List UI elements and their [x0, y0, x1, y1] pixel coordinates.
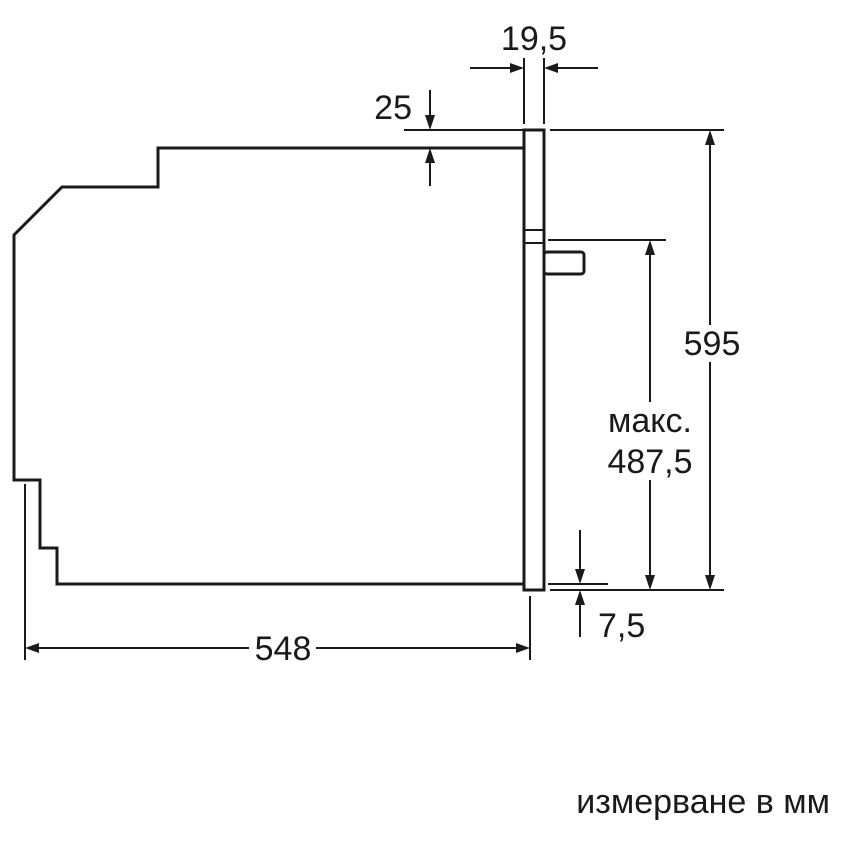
dim-depth: 548: [24, 484, 531, 668]
arrowhead-up: [425, 148, 435, 163]
arrowhead-up: [705, 130, 715, 145]
label-background: [249, 629, 316, 667]
dim-max-height: макс. 487,5: [548, 239, 708, 590]
oven-body: [12, 128, 586, 592]
dim-top-clearance: 25: [374, 89, 524, 186]
max-value-label: 487,5: [607, 443, 692, 481]
arrowhead-down: [425, 115, 435, 130]
arrowhead-left: [25, 643, 39, 653]
oven-front-frame: [522, 128, 546, 592]
height-label: 595: [684, 325, 741, 363]
units-note: измерване в мм: [576, 783, 830, 821]
label-background: [592, 402, 708, 480]
arrowhead-down: [645, 575, 655, 590]
arrowhead-right: [510, 63, 524, 73]
arrowhead-up: [645, 240, 655, 255]
depth-label: 548: [255, 630, 312, 668]
oven-chassis-outline: [12, 146, 526, 586]
arrowhead-up: [575, 590, 585, 605]
dim-frame-thickness: 19,5: [470, 20, 598, 124]
dim-bottom-overlap: 7,5: [548, 530, 645, 645]
oven-handle: [542, 250, 586, 276]
arrowhead-left: [544, 63, 558, 73]
arrowhead-down: [705, 575, 715, 590]
label-background: [681, 325, 743, 362]
max-label: макс.: [608, 402, 692, 440]
frame-thickness-label: 19,5: [501, 20, 567, 58]
dim-height: 595: [550, 129, 743, 591]
top-clearance-label: 25: [374, 89, 412, 127]
arrowhead-right: [516, 643, 530, 653]
arrowhead-down: [575, 569, 585, 584]
bottom-overlap-label: 7,5: [598, 607, 645, 645]
